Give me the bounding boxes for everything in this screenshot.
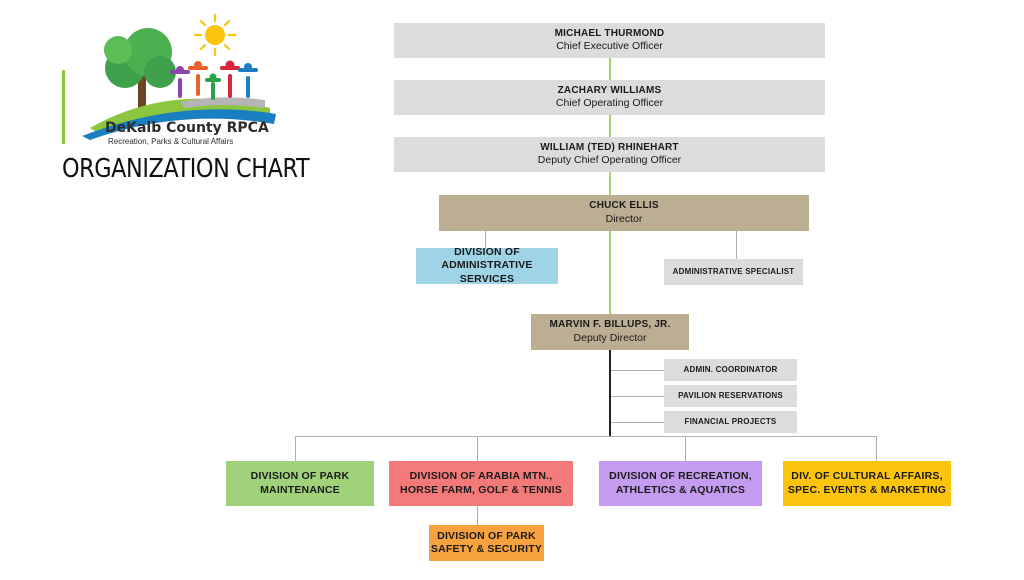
node-title: Deputy Director xyxy=(573,331,647,344)
connector-director-admin-specialist xyxy=(736,231,737,259)
logo-tagline: Recreation, Parks & Cultural Affairs xyxy=(108,137,234,146)
connector-staff-3 xyxy=(611,422,664,423)
logo xyxy=(60,10,300,155)
node-title: Chief Operating Officer xyxy=(555,97,664,110)
node-line-2: HORSE FARM, GOLF & TENNIS xyxy=(400,483,562,496)
node-label: FINANCIAL PROJECTS xyxy=(684,417,777,426)
connector-divisions-bar xyxy=(295,436,877,437)
node-line-2: ATHLETICS & AQUATICS xyxy=(615,483,746,496)
node-division-recreation: DIVISION OF RECREATION, ATHLETICS & AQUA… xyxy=(599,461,762,506)
page-title: ORGANIZATION CHART xyxy=(62,154,310,184)
node-title: Director xyxy=(605,212,643,225)
node-name: ZACHARY WILLIAMS xyxy=(557,84,662,96)
node-admin-coordinator: ADMIN. COORDINATOR xyxy=(664,359,797,381)
node-line-1: DIVISION OF PARK xyxy=(250,470,350,483)
node-name: MARVIN F. BILLUPS, JR. xyxy=(549,319,671,331)
node-division-park-safety: DIVISION OF PARK SAFETY & SECURITY xyxy=(429,525,544,561)
node-deputy-chief-operating-officer: WILLIAM (TED) RHINEHART Deputy Chief Ope… xyxy=(394,137,825,172)
node-name: CHUCK ELLIS xyxy=(589,200,659,212)
connector-deputy-down xyxy=(609,350,611,436)
node-admin-services: DIVISION OF ADMINISTRATIVE SERVICES xyxy=(416,246,558,285)
node-division-arabia-mtn: DIVISION OF ARABIA MTN., HORSE FARM, GOL… xyxy=(389,461,573,506)
node-name: WILLIAM (TED) RHINEHART xyxy=(540,141,679,153)
connector-division-4 xyxy=(876,436,877,461)
connector-staff-1 xyxy=(611,370,664,371)
node-line-2: ADMINISTRATIVE SERVICES xyxy=(441,259,533,285)
node-label: ADMINISTRATIVE SPECIALIST xyxy=(672,267,795,276)
node-line-1: DIVISION OF ARABIA MTN., xyxy=(409,470,553,483)
sun-icon xyxy=(193,13,237,57)
node-label: PAVILION RESERVATIONS xyxy=(678,391,783,400)
connector-exec-spine xyxy=(609,58,611,195)
node-division-cultural-affairs: DIV. OF CULTURAL AFFAIRS, SPEC. EVENTS &… xyxy=(783,461,951,506)
people-icon xyxy=(170,60,258,100)
node-pavilion-reservations: PAVILION RESERVATIONS xyxy=(664,385,797,407)
node-financial-projects: FINANCIAL PROJECTS xyxy=(664,411,797,433)
node-line-1: DIV. OF CULTURAL AFFAIRS, xyxy=(791,470,943,483)
node-line-1: DIVISION OF PARK xyxy=(437,529,536,542)
node-title: Chief Executive Officer xyxy=(556,40,663,53)
node-deputy-director: MARVIN F. BILLUPS, JR. Deputy Director xyxy=(531,314,689,350)
node-chief-operating-officer: ZACHARY WILLIAMS Chief Operating Officer xyxy=(394,80,825,115)
connector-director-deputy xyxy=(609,231,611,314)
connector-division-1 xyxy=(295,436,296,461)
tree-icon xyxy=(104,28,176,110)
node-label: ADMIN. COORDINATOR xyxy=(683,365,778,374)
logo-org-name: DeKalb County RPCA xyxy=(105,120,269,136)
node-line-1: DIVISION OF xyxy=(454,246,520,259)
node-division-park-maintenance: DIVISION OF PARK MAINTENANCE xyxy=(226,461,374,506)
node-line-2: SPEC. EVENTS & MARKETING xyxy=(787,483,947,496)
connector-sub-division xyxy=(477,506,478,525)
node-chief-executive-officer: MICHAEL THURMOND Chief Executive Officer xyxy=(394,23,825,58)
node-line-2: MAINTENANCE xyxy=(260,483,340,496)
node-director: CHUCK ELLIS Director xyxy=(439,195,809,231)
connector-staff-2 xyxy=(611,396,664,397)
node-name: MICHAEL THURMOND xyxy=(554,27,665,39)
node-admin-specialist: ADMINISTRATIVE SPECIALIST xyxy=(664,259,803,285)
node-line-2: SAFETY & SECURITY xyxy=(430,543,543,555)
rpca-logo-graphic xyxy=(62,13,276,144)
node-line-1: DIVISION OF RECREATION, xyxy=(609,470,752,483)
connector-director-admin-services xyxy=(485,231,486,248)
connector-division-2 xyxy=(477,436,478,461)
node-title: Deputy Chief Operating Officer xyxy=(537,154,682,167)
connector-division-3 xyxy=(685,436,686,461)
